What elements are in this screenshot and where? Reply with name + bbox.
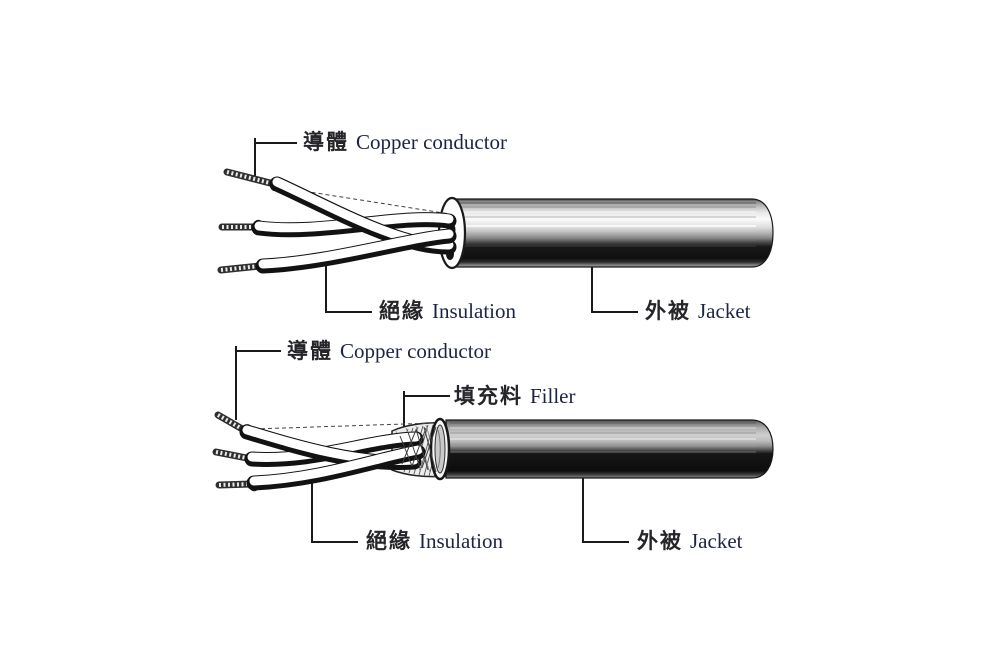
leader-bottom-conductor [235, 350, 281, 420]
leader-bottom-insulation [311, 478, 358, 543]
label-bottom-jacket-en: Jacket [690, 529, 743, 553]
label-top-jacket-zh: 外被 [645, 299, 691, 323]
leader-top-insulation [325, 266, 372, 313]
label-bottom-insulation-zh: 絕緣 [366, 529, 412, 553]
label-bottom-jacket-zh: 外被 [637, 529, 683, 553]
leader-top-jacket [591, 266, 638, 313]
label-filler-en: Filler [530, 384, 576, 408]
label-top-insulation: 絕緣 Insulation [379, 298, 516, 324]
bottom-cable [212, 346, 774, 543]
bottom-conductor-tips [212, 411, 260, 492]
label-bottom-copper-conductor-en: Copper conductor [340, 339, 492, 363]
bottom-insulated-wires [239, 424, 426, 491]
label-bottom-insulation: 絕緣 Insulation [366, 528, 503, 554]
label-bottom-copper-conductor-zh: 導體 [287, 339, 333, 363]
bottom-jacket-body [445, 419, 774, 479]
label-bottom-insulation-en: Insulation [419, 529, 503, 553]
top-wire-lower [255, 228, 457, 274]
leader-bottom-jacket [582, 477, 629, 543]
top-jacket-streaks [458, 202, 756, 247]
top-cable-jacket [454, 198, 774, 268]
label-top-insulation-en: Insulation [432, 299, 516, 323]
bottom-jacket-streaks [450, 422, 756, 453]
label-top-copper-conductor-en: Copper conductor [356, 130, 508, 154]
bottom-leader-lines [235, 346, 629, 543]
top-insulated-wires [251, 176, 457, 274]
label-top-jacket: 外被 Jacket [645, 298, 750, 324]
label-top-jacket-en: Jacket [698, 299, 751, 323]
bottom-hidden-edge-dashed-line [253, 422, 435, 430]
top-leader-lines [254, 138, 638, 313]
leader-top-conductor [254, 142, 297, 182]
label-top-copper-conductor-zh: 導體 [303, 130, 349, 154]
top-jacket-body [454, 198, 774, 268]
top-cable [217, 138, 774, 313]
filler-overwrap-strands [399, 426, 437, 473]
label-filler: 填充料 Filler [454, 383, 576, 409]
bottom-cable-jacket [445, 419, 774, 479]
bottom-jacket-opening-ring [429, 417, 451, 481]
label-bottom-jacket: 外被 Jacket [637, 528, 742, 554]
bottom-wire-lower [246, 444, 426, 491]
label-top-copper-conductor: 導體 Copper conductor [303, 129, 507, 155]
label-top-insulation-zh: 絕緣 [379, 299, 425, 323]
label-filler-zh: 填充料 [454, 384, 523, 408]
label-bottom-copper-conductor: 導體 Copper conductor [287, 338, 491, 364]
